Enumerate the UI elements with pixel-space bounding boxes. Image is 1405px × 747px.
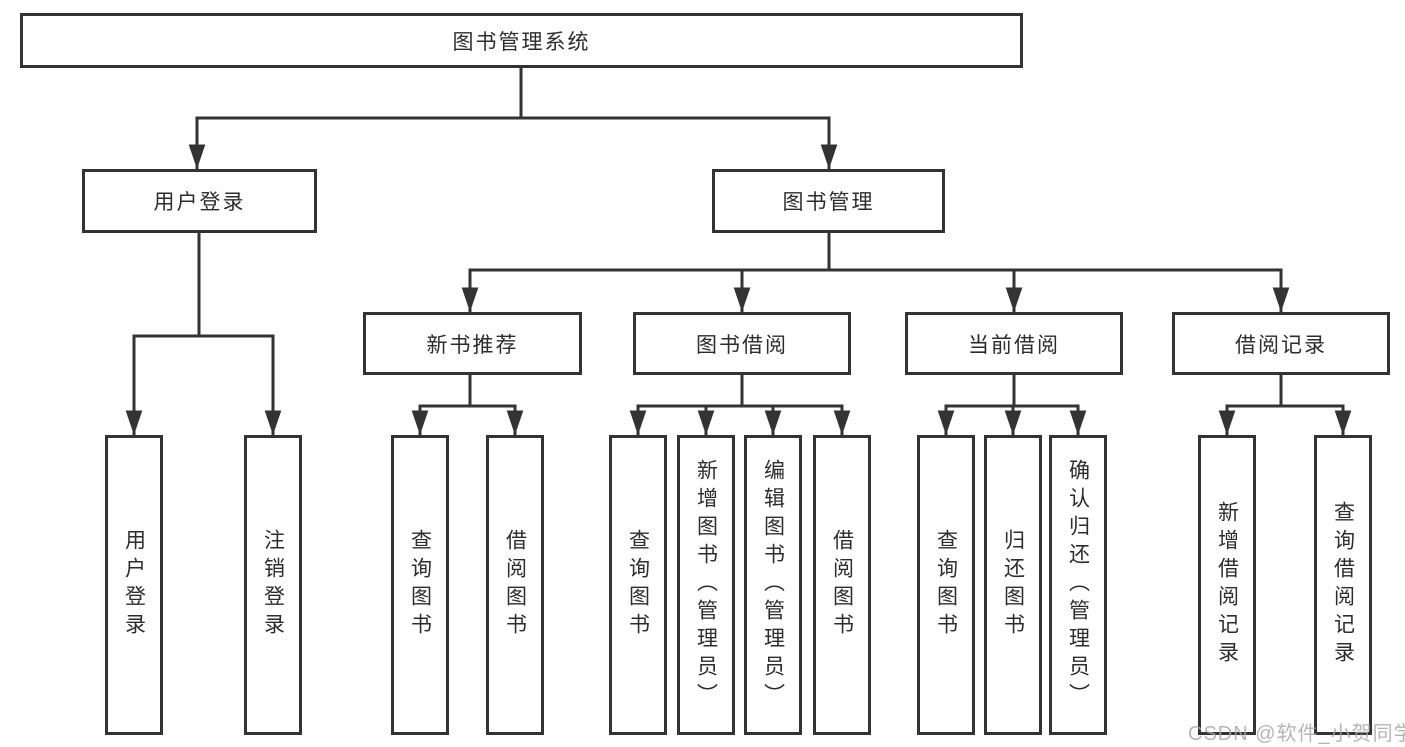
- leaf-confirm-return-admin: 确认归还（管理员）: [1049, 435, 1107, 735]
- node-book-management: 图书管理: [712, 169, 945, 233]
- leaf-query-books-borrow: 查询图书: [609, 435, 667, 735]
- node-root-system: 图书管理系统: [20, 13, 1023, 68]
- leaf-borrow-books-recommend: 借阅图书: [486, 435, 544, 735]
- leaf-query-books-recommend: 查询图书: [391, 435, 449, 735]
- leaf-logout: 注销登录: [244, 435, 302, 735]
- node-new-book-recommend: 新书推荐: [363, 312, 582, 375]
- leaf-borrow-books: 借阅图书: [813, 435, 871, 735]
- node-user-login: 用户登录: [82, 169, 317, 233]
- leaf-add-borrow-record: 新增借阅记录: [1198, 435, 1256, 735]
- leaf-add-book-admin: 新增图书（管理员）: [677, 435, 735, 735]
- leaf-return-book: 归还图书: [984, 435, 1042, 735]
- node-book-borrow: 图书借阅: [633, 312, 851, 375]
- leaf-user-login: 用户登录: [105, 435, 163, 735]
- leaf-query-books-current: 查询图书: [917, 435, 975, 735]
- leaf-query-borrow-record: 查询借阅记录: [1314, 435, 1372, 735]
- leaf-edit-book-admin: 编辑图书（管理员）: [744, 435, 802, 735]
- node-current-borrow: 当前借阅: [905, 312, 1123, 375]
- watermark: CSDN @软件_小贺同学: [1188, 723, 1405, 745]
- node-borrow-records: 借阅记录: [1172, 312, 1390, 375]
